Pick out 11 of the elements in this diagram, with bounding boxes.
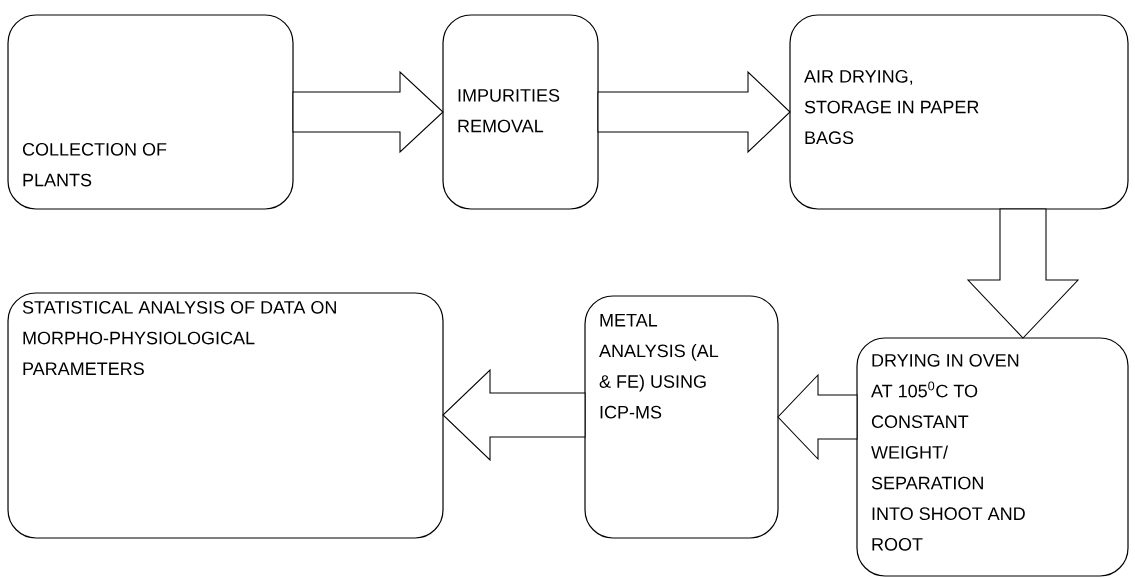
block-arrow [966,208,1080,339]
process-box: AIR DRYING, STORAGE IN PAPER BAGS [789,14,1129,210]
process-box: STATISTICAL ANALYSIS OF DATA ON MORPHO-PHYSIOLOGICAL PARAMETERS [7,292,444,539]
process-box: DRYING IN OVEN AT 105$^{0}$C TO CONSTANT WEIGHT/ SEPARATION INTO SHOOT AND ROOT [856,337,1129,577]
block-arrow [597,70,791,154]
process-box: METAL ANALYSIS (AL & FE) USING ICP-MS [584,295,779,539]
process-box: COLLECTION OF PLANTS [7,14,294,210]
block-arrow [292,70,444,154]
block-arrow [777,373,858,461]
process-box: IMPURITIES REMOVAL [442,14,599,210]
block-arrow [442,368,586,462]
